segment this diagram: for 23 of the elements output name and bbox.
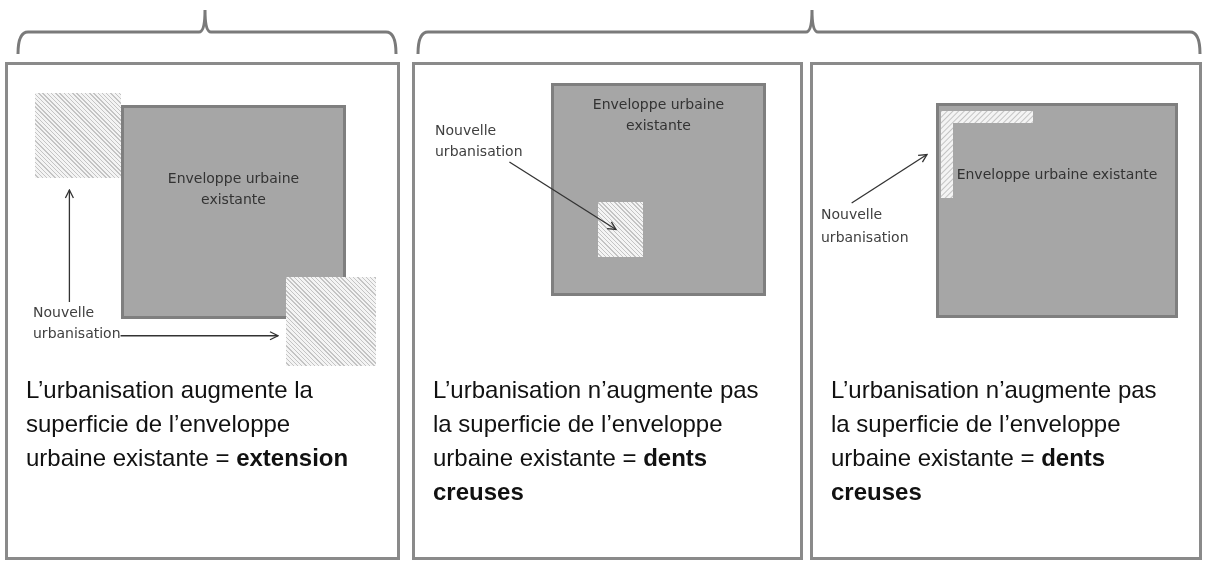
new-urbanisation-area	[35, 93, 121, 178]
arrow	[119, 331, 279, 341]
callout-label: Nouvelle urbanisation	[33, 302, 121, 344]
urban-envelope-area	[936, 103, 1178, 318]
urban-envelope-area	[551, 83, 766, 296]
new-urbanisation-area	[286, 277, 376, 366]
area-label: Enveloppe urbaine existante	[166, 169, 301, 209]
arrow	[851, 153, 928, 204]
urban-envelope-area	[121, 105, 346, 319]
caption-text: L’urbanisation augmente la superficie de l’enveloppe urbaine existante = extension	[26, 375, 350, 473]
panel-frame	[412, 62, 803, 560]
panel-frame	[810, 62, 1202, 560]
arrow	[64, 189, 75, 303]
callout-label: Nouvelle urbanisation	[821, 203, 909, 249]
new-urbanisation-area	[941, 111, 1033, 198]
panel-frame	[5, 62, 400, 560]
caption-text: L’urbanisation n’augmente pas la superficie de l’enveloppe urbaine existante = dents creuses	[433, 375, 760, 507]
area-label: Enveloppe urbaine existante	[591, 95, 726, 135]
callout-label: Nouvelle urbanisation	[435, 120, 523, 162]
caption-text: L’urbanisation n’augmente pas la superficie de l’enveloppe urbaine existante = dents creuses	[831, 375, 1158, 507]
new-urbanisation-area	[598, 202, 643, 257]
arrow	[508, 161, 617, 231]
area-label: Enveloppe urbaine existante	[955, 165, 1159, 184]
